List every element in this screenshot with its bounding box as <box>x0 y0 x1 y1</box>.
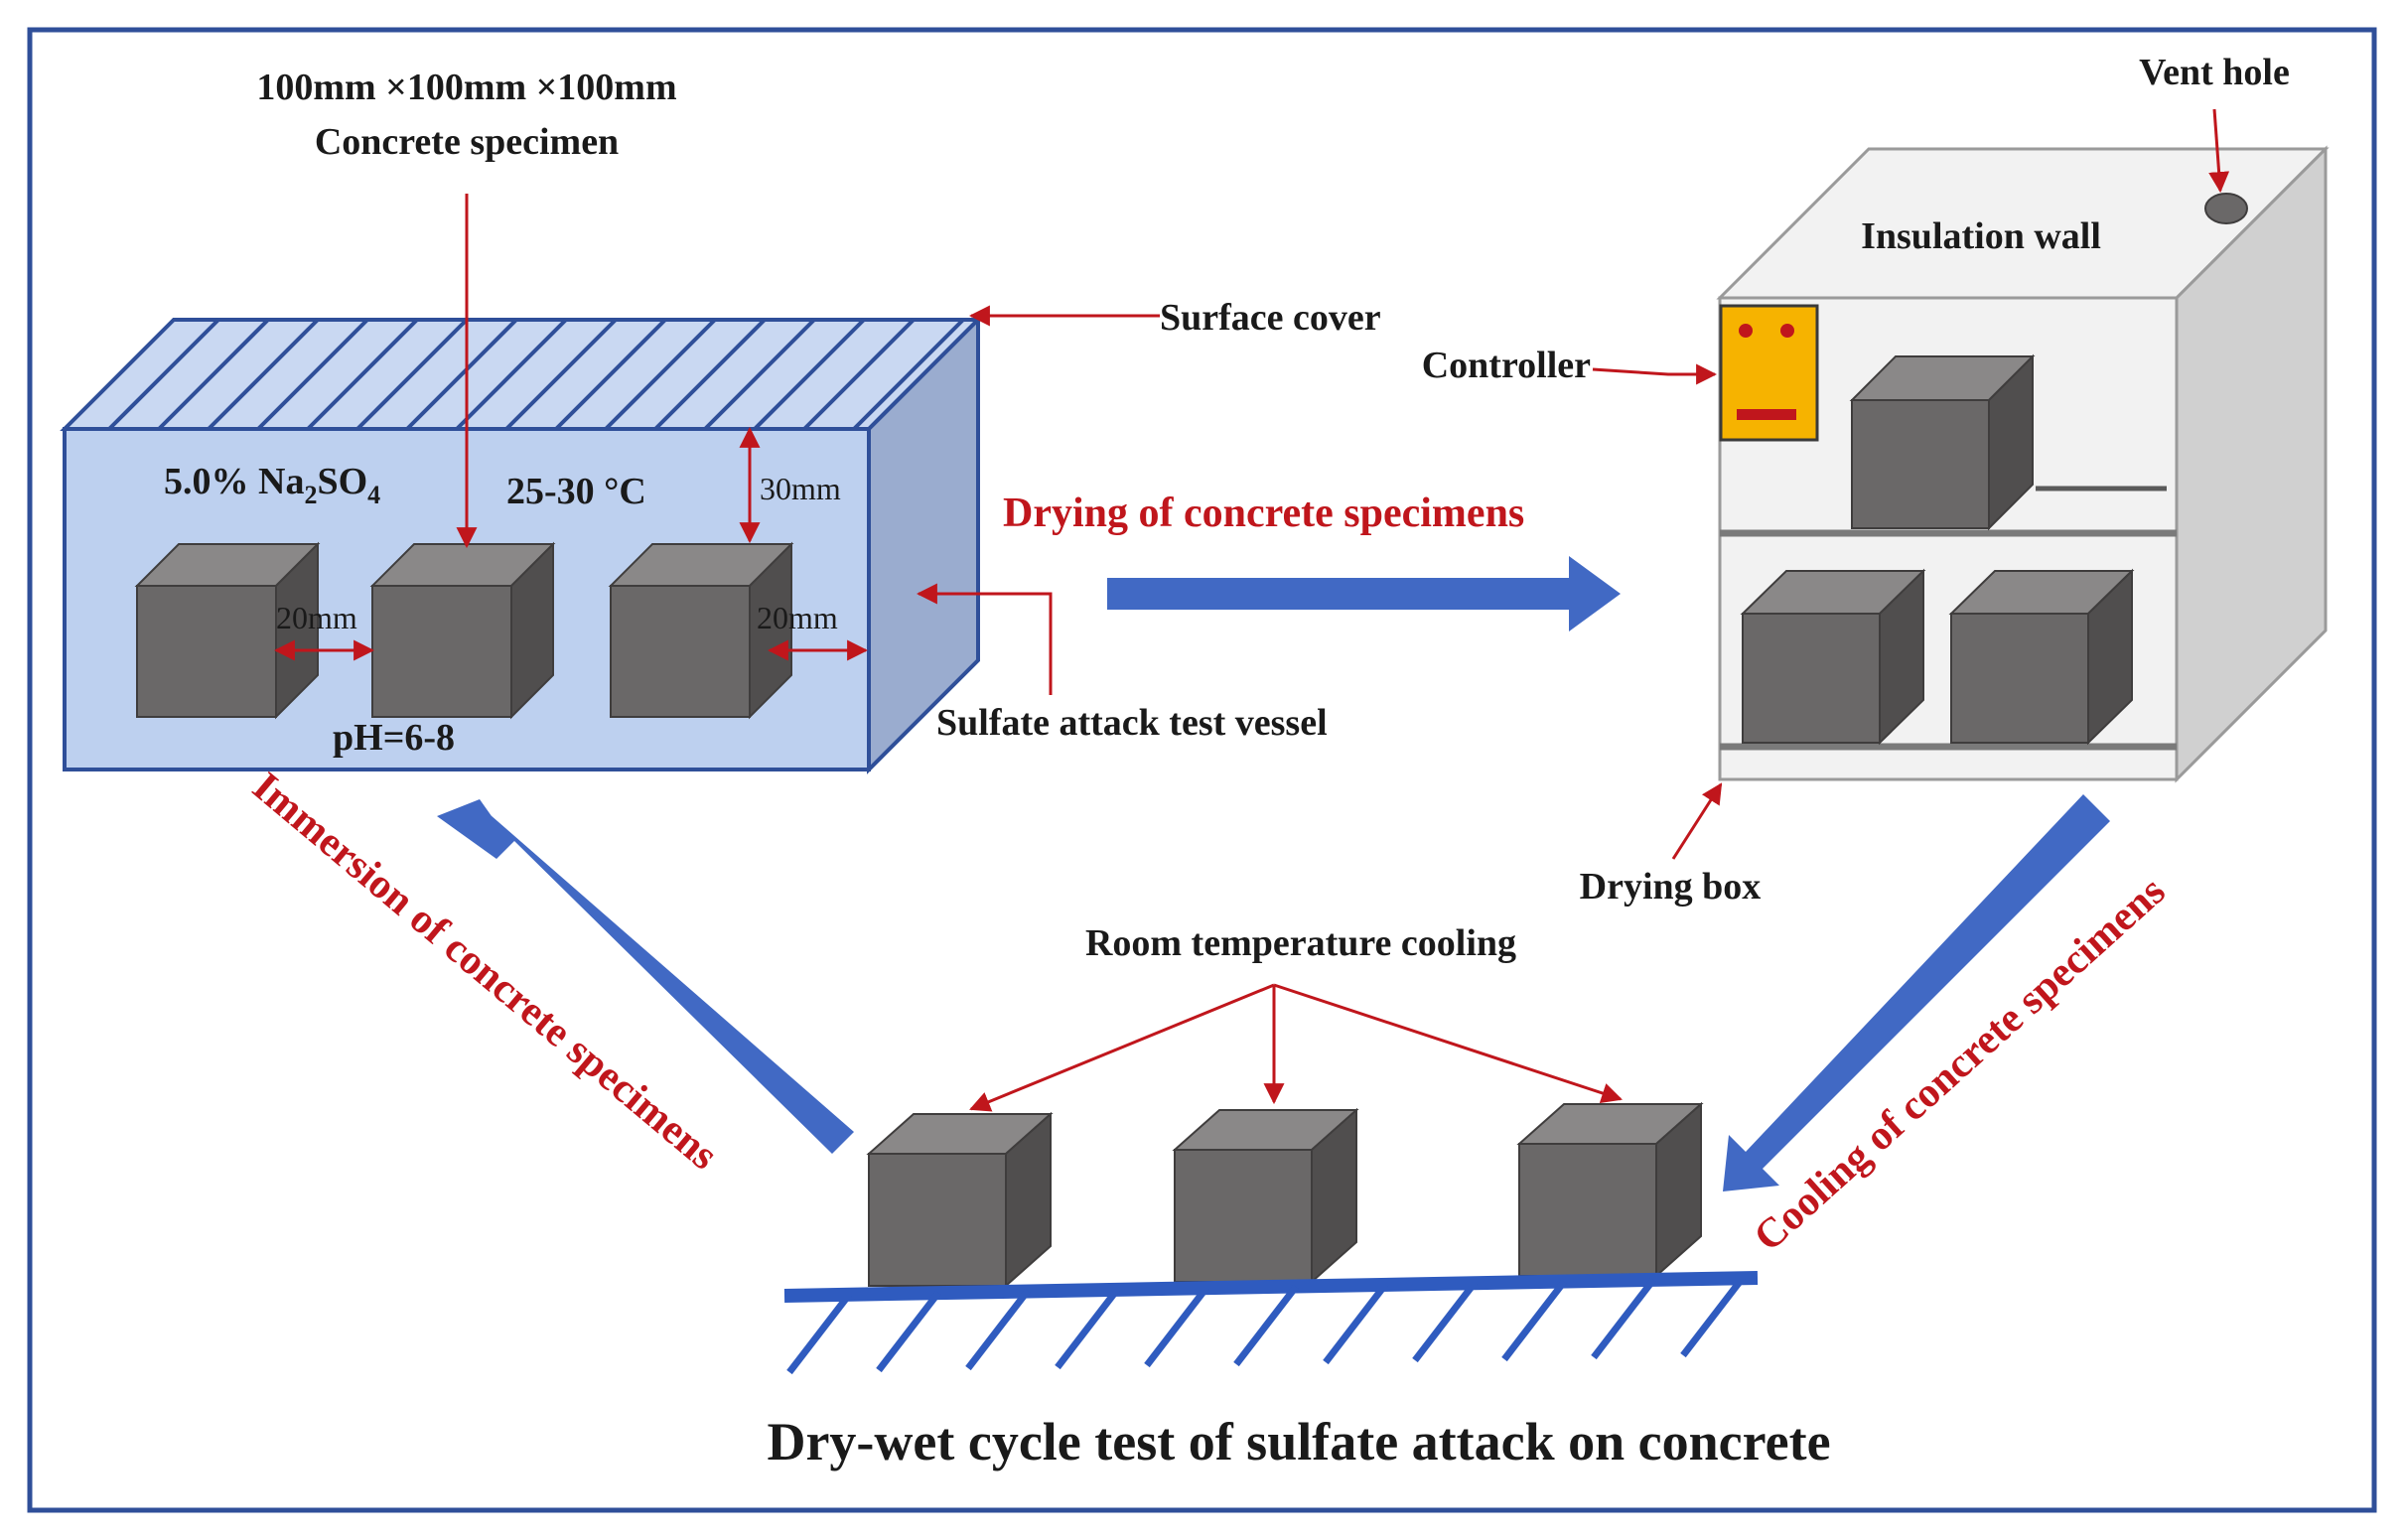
cooling-pointer-right <box>1273 983 1623 1104</box>
vessel-pointer-arrow <box>916 583 1053 695</box>
drying-step-label: Drying of concrete specimens <box>1003 490 1524 536</box>
specimen-size-label: 100mm ×100mm ×100mm <box>256 67 676 108</box>
ph-label: pH=6-8 <box>333 717 455 759</box>
controller-display-bar <box>1737 409 1796 420</box>
drying-box-pointer-arrow <box>1671 782 1723 860</box>
ground-cube-1 <box>866 1111 1054 1289</box>
vessel-label: Sulfate attack test vessel <box>936 702 1328 744</box>
controller-pointer-arrow <box>1592 363 1718 385</box>
vent-hole-label: Vent hole <box>2139 52 2290 93</box>
vent-hole-icon <box>2204 193 2248 224</box>
gap-top-label: 30mm <box>760 471 841 506</box>
gap-right-label: 20mm <box>757 600 838 635</box>
controller-led-left <box>1739 324 1753 338</box>
temperature-label: 25-30 °C <box>506 471 646 512</box>
specimen-name-label: Concrete specimen <box>315 121 619 163</box>
solution-label: 5.0% Na2SO4 <box>164 461 380 509</box>
cover-hatching <box>107 318 965 431</box>
box-cube-bottom-left <box>1740 568 1926 746</box>
insulation-wall-label: Insulation wall <box>1861 215 2101 257</box>
ground-cube-2 <box>1172 1107 1359 1285</box>
controller-label: Controller <box>1422 345 1591 386</box>
drying-flow-arrow <box>1107 556 1621 631</box>
outer-frame <box>27 27 2377 1513</box>
vessel-cube-2 <box>369 541 556 720</box>
surface-cover-label: Surface cover <box>1160 297 1381 339</box>
ground-surface <box>783 1271 1759 1375</box>
diagram-title: Dry-wet cycle test of sulfate attack on … <box>767 1412 1830 1471</box>
box-cube-top <box>1849 353 2036 531</box>
vessel-cube-3 <box>608 541 794 720</box>
controller-led-right <box>1780 324 1794 338</box>
cooling-flow-arrow <box>1723 794 2110 1191</box>
cooling-pointer-left <box>969 983 1275 1112</box>
controller-panel <box>1719 304 1819 442</box>
ground-cube-3 <box>1516 1101 1704 1279</box>
gap-left-label: 20mm <box>276 600 357 635</box>
drying-box-label: Drying box <box>1580 866 1762 908</box>
box-cube-bottom-right <box>1948 568 2135 746</box>
vessel-cube-1 <box>134 541 321 720</box>
room-cooling-label: Room temperature cooling <box>1085 922 1516 964</box>
vent-hole-pointer-arrow <box>2208 108 2230 194</box>
immersion-flow-arrow <box>437 799 854 1154</box>
